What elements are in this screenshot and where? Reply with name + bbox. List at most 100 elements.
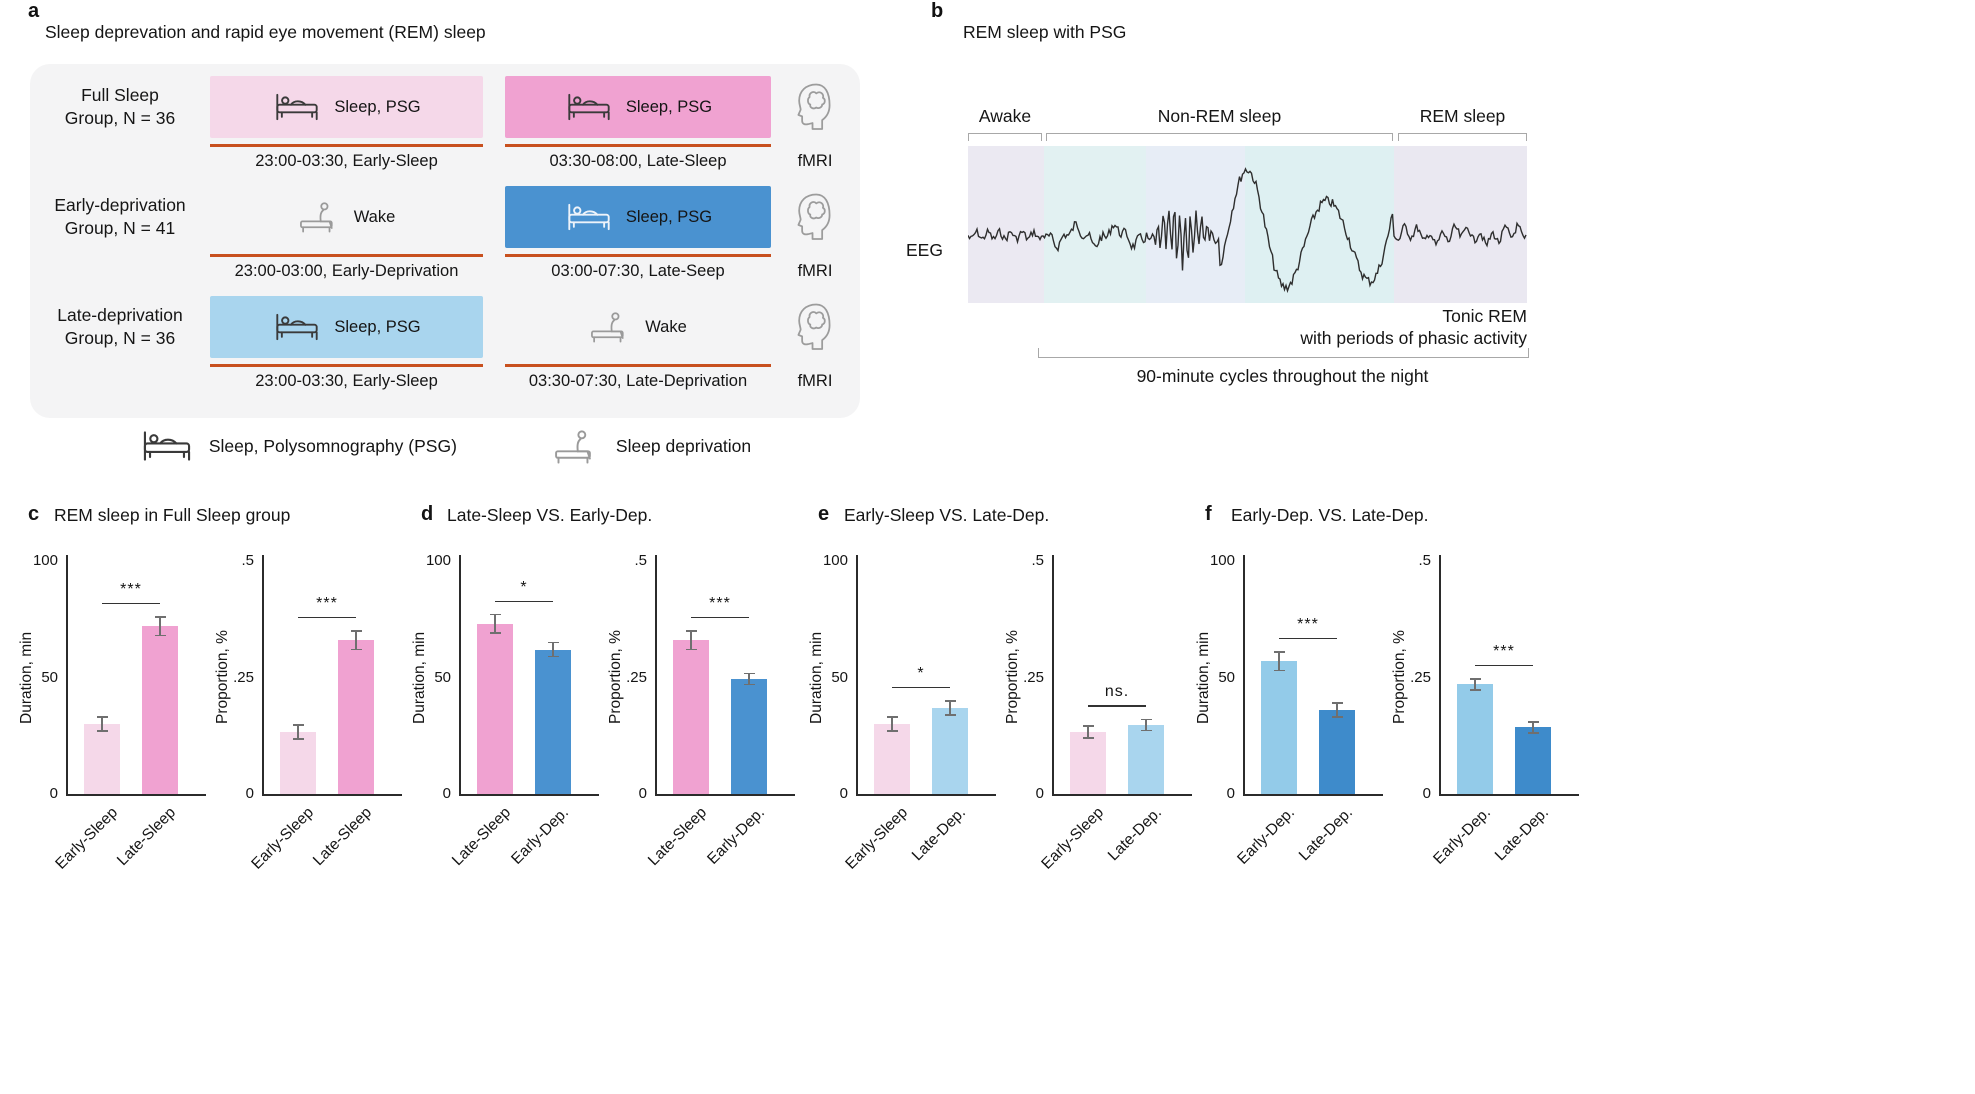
bar-late-dep- bbox=[932, 707, 968, 794]
stage-bracket bbox=[1046, 133, 1393, 141]
error-bar bbox=[690, 630, 692, 650]
error-cap-top bbox=[685, 630, 697, 632]
y-tick-label: 100 bbox=[425, 552, 451, 569]
bar-early-dep- bbox=[1457, 684, 1493, 794]
brain-icon bbox=[791, 80, 837, 132]
error-cap-bottom bbox=[292, 738, 304, 740]
timeline-bar bbox=[505, 144, 771, 147]
significance-line bbox=[892, 686, 950, 689]
y-tick-label: 100 bbox=[1209, 552, 1235, 569]
stage-bracket bbox=[1398, 133, 1527, 141]
error-cap-top bbox=[154, 616, 166, 618]
x-axis bbox=[1052, 794, 1192, 796]
error-cap-top bbox=[489, 613, 501, 616]
segment-caption: 23:00-03:30, Early-Sleep bbox=[255, 372, 438, 390]
x-tick-label: Early-Sleep bbox=[248, 804, 318, 873]
panel-a-title: Sleep deprevation and rapid eye movement… bbox=[45, 22, 486, 42]
x-axis bbox=[262, 794, 402, 796]
error-cap-top bbox=[886, 716, 898, 718]
wake-box: Wake bbox=[210, 186, 483, 248]
bar-early-sleep bbox=[84, 724, 120, 794]
significance-label: *** bbox=[120, 580, 142, 598]
x-tick-label: Late-Dep. bbox=[1491, 804, 1553, 865]
bar-early-dep- bbox=[731, 678, 767, 794]
group-label-late-deprivation: Late-deprivation Group, N = 36 bbox=[36, 304, 204, 350]
bar-late-sleep bbox=[477, 623, 513, 794]
x-tick-label: Late-Dep. bbox=[908, 804, 970, 865]
error-cap-bottom bbox=[350, 648, 362, 651]
x-tick-label: Early-Dep. bbox=[508, 804, 573, 868]
y-tick-label: 0 bbox=[1226, 785, 1235, 802]
timeline-bar bbox=[505, 254, 771, 257]
bar-early-dep- bbox=[535, 649, 571, 794]
error-cap-bottom bbox=[1082, 737, 1094, 739]
segment-caption: 03:30-08:00, Late-Sleep bbox=[549, 152, 727, 170]
x-axis bbox=[1439, 794, 1579, 796]
y-tick-label: .5 bbox=[241, 552, 254, 569]
bed-sleep-icon bbox=[564, 199, 614, 235]
x-tick-label: Late-Sleep bbox=[448, 804, 515, 870]
error-cap-top bbox=[1527, 721, 1539, 723]
group-n: Group, N = 41 bbox=[64, 218, 176, 238]
legend-item-deprivation: Sleep deprivation bbox=[552, 428, 751, 465]
y-axis bbox=[459, 555, 461, 794]
error-bar bbox=[1532, 721, 1534, 733]
error-cap-bottom bbox=[547, 655, 559, 658]
x-tick-label: Early-Dep. bbox=[1234, 804, 1299, 868]
y-tick-label: 0 bbox=[1035, 785, 1044, 802]
stage-bracket bbox=[968, 133, 1042, 141]
y-axis bbox=[1439, 555, 1441, 794]
significance-line bbox=[1279, 637, 1337, 640]
bed-sleep-icon bbox=[139, 426, 195, 466]
error-bar bbox=[1336, 703, 1338, 718]
segment-cell: Sleep, PSG 03:30-08:00, Late-Sleep bbox=[505, 76, 771, 180]
y-axis bbox=[262, 555, 264, 794]
significance-line bbox=[1088, 705, 1146, 707]
significance-label: * bbox=[917, 664, 925, 682]
stage-non-rem: Non-REM sleep bbox=[1046, 106, 1393, 141]
error-bar bbox=[1278, 651, 1280, 671]
panel-d-letter: d bbox=[421, 503, 434, 525]
error-bar bbox=[949, 700, 951, 715]
group-name: Early-deprivation bbox=[54, 195, 186, 215]
error-cap-top bbox=[350, 630, 362, 632]
legend-label: Sleep deprivation bbox=[615, 435, 752, 456]
x-tick-label: Late-Dep. bbox=[1104, 804, 1166, 865]
error-bar bbox=[891, 717, 893, 732]
bar-late-dep- bbox=[1319, 710, 1355, 794]
segment-caption: 03:00-07:30, Late-Seep bbox=[551, 262, 725, 280]
group-label-early-deprivation: Early-deprivation Group, N = 41 bbox=[36, 194, 204, 240]
panel-a-letter: a bbox=[28, 0, 40, 22]
error-bar bbox=[1474, 678, 1476, 691]
y-tick-label: 0 bbox=[49, 785, 58, 802]
significance-line bbox=[102, 602, 160, 605]
error-cap-top bbox=[944, 700, 956, 702]
y-tick-label: 0 bbox=[442, 785, 451, 802]
panel-d-title: Late-Sleep VS. Early-Dep. bbox=[447, 505, 653, 525]
panel-c: c REM sleep in Full Sleep group Duration… bbox=[18, 503, 426, 878]
significance-line bbox=[495, 600, 553, 603]
panel-e: e Early-Sleep VS. Late-Dep. Duration, mi… bbox=[808, 503, 1216, 878]
segment-label: Sleep, PSG bbox=[334, 97, 421, 116]
error-bar bbox=[748, 673, 750, 685]
segment-label: Wake bbox=[353, 207, 396, 226]
fmri-label: fMRI bbox=[797, 152, 833, 170]
error-bar bbox=[297, 725, 299, 739]
wake-box: Wake bbox=[505, 296, 771, 358]
y-axis bbox=[1052, 555, 1054, 794]
y-tick-label: .25 bbox=[626, 668, 647, 686]
error-cap-top bbox=[96, 716, 108, 718]
bed-sleep-icon bbox=[272, 89, 322, 125]
x-axis bbox=[459, 794, 599, 796]
significance-line bbox=[1475, 664, 1533, 667]
error-bar bbox=[101, 717, 103, 732]
sleep-box: Sleep, PSG bbox=[505, 76, 771, 138]
group-label-full-sleep: Full Sleep Group, N = 36 bbox=[36, 84, 204, 130]
